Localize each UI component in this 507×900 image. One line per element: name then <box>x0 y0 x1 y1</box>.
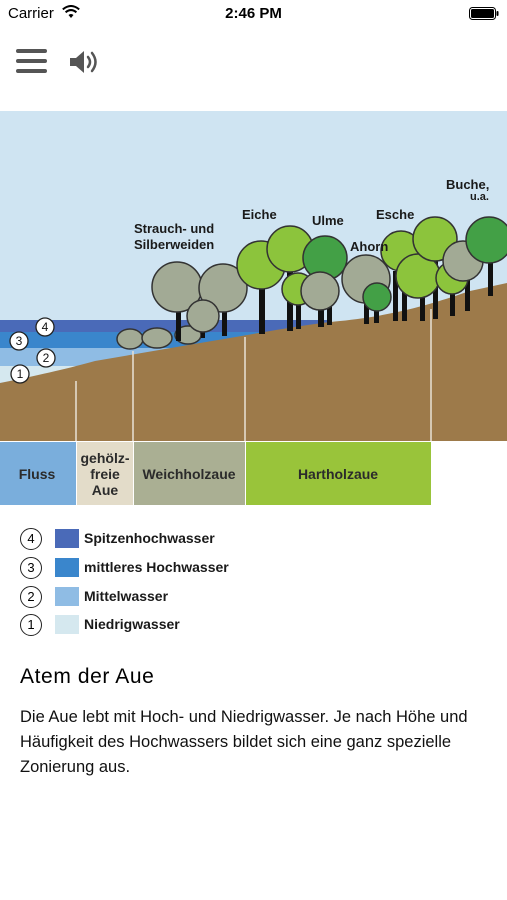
status-bar: Carrier 2:46 PM <box>0 0 507 28</box>
legend-swatch <box>55 615 79 634</box>
legend-label: Mittelwasser <box>84 588 169 604</box>
legend-number: 3 <box>20 557 42 579</box>
water-marker-4: 4 <box>42 320 49 334</box>
zone-label-aue-line1: gehölz- <box>81 450 130 466</box>
legend-number: 4 <box>20 528 42 550</box>
article-title: Atem der Aue <box>20 665 155 688</box>
zone-hartholz <box>246 442 431 505</box>
zone-weichholz <box>134 442 245 505</box>
hardwood-trees <box>236 216 507 334</box>
wifi-icon <box>62 5 80 18</box>
label-eiche: Eiche <box>242 207 277 222</box>
article-body: Die Aue lebt mit Hoch- und Niedrigwasser… <box>20 708 468 776</box>
ground <box>0 283 507 441</box>
label-buche-line1: Buche, <box>446 177 489 192</box>
label-strauch-line1: Strauch- und <box>134 221 214 236</box>
zone-fluss <box>0 442 76 505</box>
water-marker-3: 3 <box>16 334 23 348</box>
legend-swatch <box>55 587 79 606</box>
legend-swatch <box>55 558 79 577</box>
water-marker-1: 1 <box>17 367 24 381</box>
battery-icon <box>469 7 499 20</box>
shrubs <box>116 325 202 350</box>
zone-label-fluss: Fluss <box>19 466 56 482</box>
hamburger-menu-icon[interactable] <box>16 47 48 75</box>
willow-trees <box>151 261 248 341</box>
zone-label-aue-line2: freie <box>90 466 120 482</box>
zone-bar <box>0 442 431 505</box>
zone-label-weichholz: Weichholzaue <box>142 466 235 482</box>
zone-label-hartholz: Hartholzaue <box>298 466 378 482</box>
zone-aue <box>77 442 133 505</box>
label-esche: Esche <box>376 207 414 222</box>
legend-label: mittleres Hochwasser <box>84 559 229 575</box>
water-marker-2: 2 <box>43 351 50 365</box>
speaker-icon[interactable] <box>68 48 102 76</box>
water-level-4-band <box>0 320 330 332</box>
legend-number: 2 <box>20 586 42 608</box>
water-level-markers: 4 3 2 1 <box>9 317 56 384</box>
legend-swatch <box>55 529 79 548</box>
carrier-label: Carrier <box>8 5 54 22</box>
legend-number: 1 <box>20 614 42 636</box>
legend-label: Spitzenhochwasser <box>84 530 215 546</box>
label-ahorn: Ahorn <box>350 239 388 254</box>
label-buche-line2: u.a. <box>470 191 489 203</box>
label-strauch-line2: Silberweiden <box>134 237 214 252</box>
floodplain-diagram: Strauch- und Silberweiden Eiche Ulme Aho… <box>0 111 507 505</box>
legend-label: Niedrigwasser <box>84 616 180 632</box>
toolbar <box>0 40 507 84</box>
clock: 2:46 PM <box>225 5 282 22</box>
zone-label-aue-line3: Aue <box>92 482 119 498</box>
label-ulme: Ulme <box>312 213 344 228</box>
